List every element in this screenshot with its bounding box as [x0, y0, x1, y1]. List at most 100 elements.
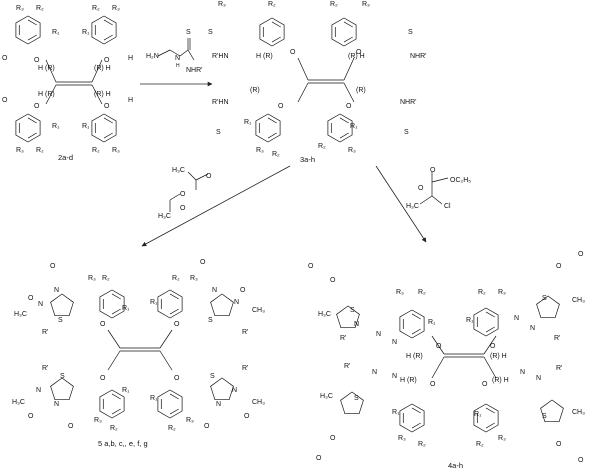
- compound-5-structure: [107, 329, 173, 371]
- c4-s-2: S: [542, 295, 547, 302]
- reagent-caa-ch3: H₃C: [406, 203, 419, 210]
- compound-2-structure: [45, 59, 103, 105]
- compound-3-structure: [297, 57, 355, 103]
- c3-r3-2: R₃: [362, 1, 370, 8]
- thiosemicarbazide-structure: [157, 38, 195, 61]
- c3-nhr-2: NHR': [400, 99, 417, 106]
- arrow-3-to-4: [375, 165, 427, 243]
- c4-n-6: N: [372, 369, 377, 376]
- c4-o-est-3: O: [556, 263, 562, 270]
- c3-r2-2: R₂: [330, 1, 338, 8]
- c5-tdz-1: [50, 293, 74, 317]
- c3-ring-3: [255, 113, 281, 143]
- reagent-caa-o-keto: O: [430, 167, 436, 174]
- c5-ring-4: [157, 389, 183, 419]
- c3-hr-1: H (R): [256, 53, 273, 60]
- c5-h3c-2: H₃C: [12, 399, 25, 406]
- c4-o-est-6: O: [316, 455, 322, 462]
- c4-r3-1: R₃: [396, 289, 404, 296]
- c3-ring-2: [331, 17, 357, 47]
- c5-r3-4: R₃: [186, 417, 194, 424]
- c2-o-ald-1: O: [2, 55, 8, 62]
- c4-rp-3: R': [344, 363, 350, 370]
- c3-r2-4: R₂: [318, 143, 326, 150]
- c4-o-est-5: O: [330, 435, 336, 442]
- c4-r1-2: R₁: [466, 317, 474, 324]
- compound-3-label: 3a-h: [300, 155, 315, 164]
- c4-hr-1: H (R): [406, 353, 423, 360]
- c5-o-ac-1: O: [50, 263, 56, 270]
- c2-r3-2: R₃: [112, 5, 120, 12]
- c5-s-4: S: [210, 373, 215, 380]
- c5-rp-2: R': [242, 329, 248, 336]
- c2-r1-4: R₁: [82, 123, 90, 130]
- c4-ring-4: [473, 403, 499, 433]
- c2-o-3: O: [34, 103, 40, 110]
- c2-o-1: O: [34, 57, 40, 64]
- c5-o-ac-7: O: [244, 413, 250, 420]
- c2-ring-4: [91, 113, 117, 143]
- c3-r3-1: R₃: [218, 1, 226, 8]
- c3-s-4: S: [404, 129, 409, 136]
- c4-r2-2: R₂: [478, 289, 486, 296]
- c2-r2-4: R₂: [92, 147, 100, 154]
- c5-s-3: S: [60, 373, 65, 380]
- c5-o-ac-4: O: [240, 287, 246, 294]
- reagent-aa-ch3-top: H₃C: [172, 167, 185, 174]
- arrow-3-to-5: [141, 165, 291, 247]
- c4-o-est-2: O: [330, 277, 336, 284]
- c2-hr-2: H (R): [38, 91, 55, 98]
- c5-o-2: O: [174, 321, 180, 328]
- c4-n-3: N: [392, 339, 397, 346]
- c2-ring-2: [91, 15, 117, 45]
- c4-o-est-4: O: [578, 251, 584, 258]
- compound-4-structure: [431, 335, 497, 379]
- c4-n-1: N: [354, 321, 359, 328]
- c5-ch3-2: CH₃: [252, 399, 265, 406]
- c5-o-3: O: [100, 375, 106, 382]
- c4-r2-1: R₂: [418, 289, 426, 296]
- c5-tdz-3: [50, 377, 74, 401]
- c3-rhn-1: R'HN: [212, 53, 229, 60]
- c4-h3c-1: H₃C: [318, 311, 331, 318]
- c2-r2-1: R₂: [36, 5, 44, 12]
- c3-rh-1: (R) H: [348, 53, 365, 60]
- c3-nhr-1: NHR': [410, 53, 427, 60]
- reagent-caa-o-ester: O: [418, 185, 424, 192]
- c5-n-4: N: [234, 299, 239, 306]
- c5-rp-4: R': [242, 365, 248, 372]
- c2-r2-2: R₂: [92, 5, 100, 12]
- c5-o-ac-5: O: [28, 413, 34, 420]
- c5-s-1: S: [58, 317, 63, 324]
- c3-r1-1: R₁: [244, 119, 252, 126]
- c5-rp-1: R': [42, 329, 48, 336]
- reagent-ts-h: H: [176, 63, 180, 69]
- c3-s-1: S: [208, 29, 213, 36]
- c5-o-4: O: [174, 375, 180, 382]
- c5-n-6: N: [54, 401, 59, 408]
- c3-r3-3: R₃: [256, 147, 264, 154]
- c4-thz-1: [336, 305, 360, 329]
- c2-ring-3: [15, 113, 41, 143]
- c4-o-3: O: [430, 381, 436, 388]
- c4-ring-2: [473, 307, 499, 337]
- c5-n-8: N: [216, 401, 221, 408]
- c5-rp-3: R': [42, 365, 48, 372]
- c5-n-3: N: [212, 287, 217, 294]
- c4-o-est-8: O: [578, 457, 584, 464]
- c4-o-est-7: O: [556, 441, 562, 448]
- c4-ring-3: [399, 403, 425, 433]
- c4-r3-3: R₃: [398, 435, 406, 442]
- c5-s-2: S: [208, 317, 213, 324]
- c4-thz-2: [536, 295, 560, 319]
- c4-rp-1: R': [340, 335, 346, 342]
- c3-o-4: O: [346, 103, 352, 110]
- c5-r1-4: R₁: [150, 395, 158, 402]
- c3-s-2: S: [408, 29, 413, 36]
- c4-r2-4: R₂: [476, 441, 484, 448]
- c2-r3-1: R₃: [16, 5, 24, 12]
- c3-r2-1: R₂: [268, 1, 276, 8]
- c4-r1-1: R₁: [428, 319, 436, 326]
- c4-n-5: N: [530, 325, 535, 332]
